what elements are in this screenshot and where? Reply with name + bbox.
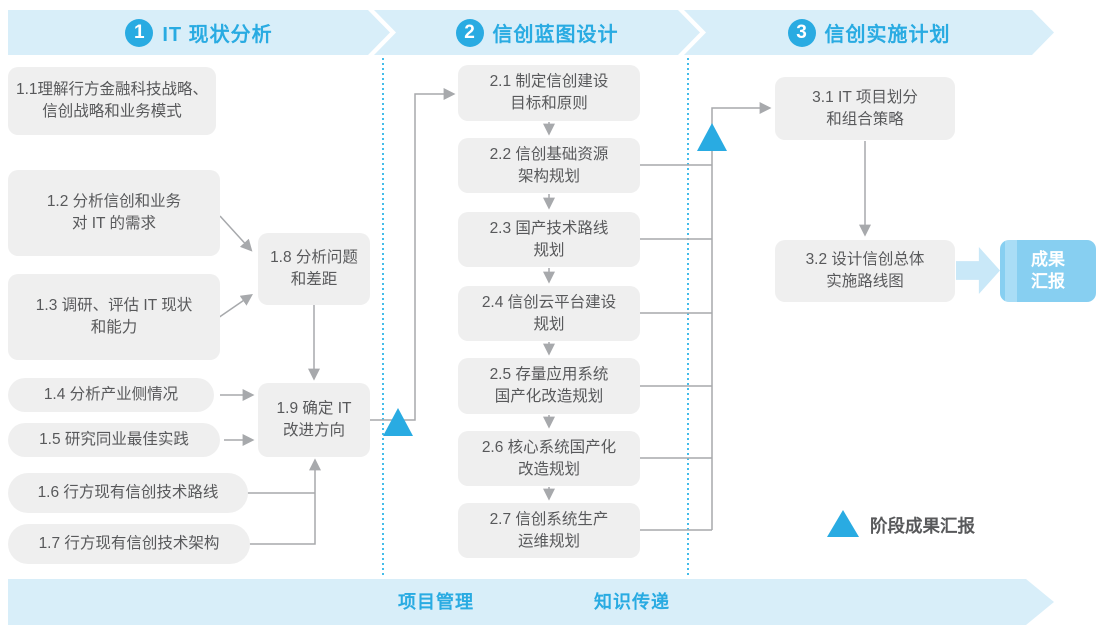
- box-1-4: 1.4 分析产业侧情况: [8, 378, 214, 412]
- box-text-line: 1.2 分析信创和业务: [46, 193, 182, 211]
- box-text-line: 架构规划: [517, 167, 580, 185]
- box-text-line: 2.1 制定信创建设: [489, 73, 609, 91]
- box-2-7: 2.7 信创系统生产 运维规划: [458, 503, 640, 558]
- box-3-2: 3.2 设计信创总体 实施路线图: [775, 240, 955, 302]
- arrow-1-3-to-1-8: [217, 293, 253, 319]
- box-text-line: 1.7 行方现有信创技术架构: [38, 535, 220, 553]
- box-1-9: 1.9 确定 IT 改进方向: [258, 383, 370, 457]
- phase-title: 信创蓝图设计: [492, 24, 619, 46]
- footer-band: 项目管理 知识传递: [8, 579, 1054, 625]
- box-1-5: 1.5 研究同业最佳实践: [8, 423, 220, 457]
- box-text-line: 1.8 分析问题: [270, 249, 358, 267]
- box-text-line: 1.3 调研、评估 IT 现状: [35, 297, 193, 315]
- legend-triangle-icon: [827, 510, 859, 537]
- box-text-line: 和组合策略: [826, 110, 904, 128]
- phase-title: 信创实施计划: [824, 24, 951, 46]
- box-2-1: 2.1 制定信创建设 目标和原则: [458, 65, 640, 121]
- box-2-6: 2.6 核心系统国产化 改造规划: [458, 431, 640, 486]
- box-text-line: 运维规划: [517, 532, 580, 550]
- box-text-line: 国产化改造规划: [494, 388, 604, 405]
- arrow-1-7-to-1-9: [249, 458, 321, 545]
- box-text-line: 2.3 国产技术路线: [489, 219, 609, 237]
- box-3-1: 3.1 IT 项目划分 和组合策略: [775, 77, 955, 140]
- box-text-line: 改造规划: [517, 460, 580, 478]
- box-2-5: 2.5 存量应用系统 国产化改造规划: [458, 358, 640, 414]
- box-text-line: 对 IT 的需求: [71, 215, 157, 232]
- deliverable-text-line: 成果: [1031, 249, 1065, 269]
- box-1-6: 1.6 行方现有信创技术路线: [8, 473, 248, 513]
- arrow-collector-to-3-1: [711, 102, 772, 530]
- phase-separator-line: [687, 58, 689, 578]
- box-1-1: 1.1理解行方金融科技战略、 信创战略和业务模式: [8, 67, 216, 135]
- box-2-2: 2.2 信创基础资源 架构规划: [458, 138, 640, 193]
- phase-header-1: 1 IT 现状分析: [8, 10, 390, 55]
- box-text-line: 和能力: [90, 319, 138, 336]
- milestone-triangle-phase2: [697, 123, 727, 151]
- phase-number-badge: 2: [456, 19, 484, 47]
- block-arrow-icon: [956, 247, 1000, 294]
- box-text-line: 规划: [533, 315, 565, 333]
- box-text-line: 1.9 确定 IT: [276, 400, 352, 418]
- box-text-line: 和差距: [290, 271, 338, 288]
- box-2-4: 2.4 信创云平台建设 规划: [458, 286, 640, 341]
- phase-number-badge: 1: [125, 19, 153, 47]
- phase-header-2: 2 信创蓝图设计: [374, 10, 700, 55]
- box-text-line: 2.5 存量应用系统: [489, 366, 609, 384]
- box-text-line: 1.6 行方现有信创技术路线: [37, 484, 219, 502]
- box-text-line: 目标和原则: [510, 95, 588, 112]
- phase-number-badge: 3: [788, 19, 816, 47]
- phase-header-3: 3 信创实施计划: [684, 10, 1054, 55]
- box-text-line: 实施路线图: [826, 273, 904, 290]
- arrow-1-2-to-1-8: [219, 215, 253, 252]
- footer-label-knowledge-transfer: 知识传递: [594, 592, 670, 612]
- box-text-line: 1.4 分析产业侧情况: [43, 386, 179, 404]
- box-text-line: 3.2 设计信创总体: [805, 251, 925, 269]
- box-text-line: 1.5 研究同业最佳实践: [39, 431, 189, 449]
- phase-separator-line: [382, 58, 384, 578]
- box-text-line: 改进方向: [282, 422, 345, 439]
- box-text-line: 1.1理解行方金融科技战略、: [15, 81, 209, 99]
- box-text-line: 2.4 信创云平台建设: [481, 293, 617, 311]
- footer-label-project-management: 项目管理: [398, 592, 474, 612]
- box-text-line: 2.2 信创基础资源: [489, 145, 609, 163]
- legend-label: 阶段成果汇报: [870, 516, 975, 536]
- box-1-8: 1.8 分析问题 和差距: [258, 233, 370, 305]
- box-1-3: 1.3 调研、评估 IT 现状 和能力: [8, 274, 220, 360]
- box-text-line: 信创战略和业务模式: [42, 103, 182, 120]
- phase-title: IT 现状分析: [162, 24, 273, 46]
- box-1-7: 1.7 行方现有信创技术架构: [8, 524, 250, 564]
- deliverable-text-line: 汇报: [1031, 272, 1065, 291]
- box-1-2: 1.2 分析信创和业务 对 IT 的需求: [8, 170, 220, 256]
- box-text-line: 3.1 IT 项目划分: [812, 88, 918, 106]
- milestone-triangle-phase1: [383, 408, 413, 436]
- box-text-line: 2.6 核心系统国产化: [481, 438, 617, 456]
- box-text-line: 规划: [533, 241, 565, 259]
- box-text-line: 2.7 信创系统生产: [489, 510, 609, 528]
- box-2-3: 2.3 国产技术路线 规划: [458, 212, 640, 267]
- deliverable-box: 成果 汇报: [1000, 240, 1096, 302]
